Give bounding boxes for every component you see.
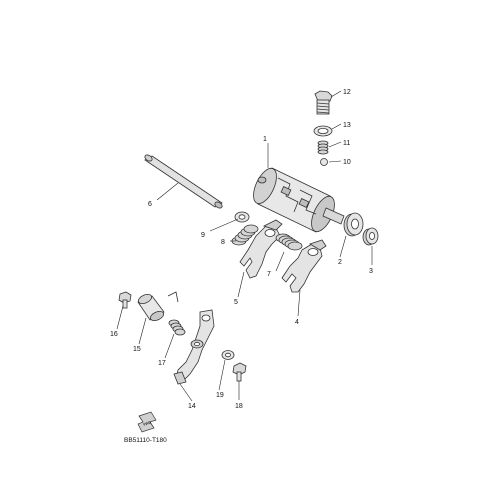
callout-19: 19 <box>216 392 224 399</box>
callout-12: 12 <box>343 89 351 96</box>
part-17-spring[interactable] <box>168 319 186 336</box>
callout-16: 16 <box>110 331 118 338</box>
callout-5: 5 <box>234 299 238 306</box>
callout-2: 2 <box>338 259 342 266</box>
part-3-bearing[interactable] <box>362 227 379 246</box>
part-5-shift-fork[interactable] <box>239 219 283 279</box>
part-12-plug[interactable] <box>314 90 333 115</box>
fwd-arrow-icon: FWD <box>137 411 157 433</box>
callout-7: 7 <box>267 271 271 278</box>
part-19-washer[interactable] <box>221 350 235 360</box>
callout-18: 18 <box>235 403 243 410</box>
fwd-label: FWD <box>143 420 152 427</box>
part-2-bearing[interactable] <box>343 212 364 237</box>
callout-3: 3 <box>369 268 373 275</box>
callout-1: 1 <box>263 136 267 143</box>
part-18-bolt[interactable] <box>232 362 247 382</box>
part-16-bolt[interactable] <box>118 291 132 309</box>
part-15-collar[interactable] <box>137 291 179 323</box>
callout-6: 6 <box>148 201 152 208</box>
part-4-shift-fork[interactable] <box>281 239 327 293</box>
diagram-code: BB51110-T180 <box>124 437 167 444</box>
part-14-stopper-lever[interactable] <box>173 309 215 385</box>
leader-lines <box>116 90 373 402</box>
part-6-shift-fork-shaft[interactable] <box>144 154 224 210</box>
callout-8: 8 <box>221 239 225 246</box>
callout-15: 15 <box>133 346 141 353</box>
callout-10: 10 <box>343 159 351 166</box>
callout-14: 14 <box>188 403 196 410</box>
part-8-spring[interactable] <box>231 224 259 246</box>
callout-9: 9 <box>201 232 205 239</box>
callout-13: 13 <box>343 122 351 129</box>
part-1-shift-drum[interactable] <box>249 165 345 235</box>
callout-labels: 1 2 3 4 5 6 7 8 9 10 11 12 13 14 15 16 1… <box>110 89 373 410</box>
part-7-spring[interactable] <box>275 233 303 251</box>
part-9-washer[interactable] <box>234 211 250 223</box>
part-10-ball[interactable] <box>320 158 328 166</box>
part-11-spring[interactable] <box>317 140 329 155</box>
callout-17: 17 <box>158 360 166 367</box>
callout-11: 11 <box>343 140 350 147</box>
callout-4: 4 <box>295 319 299 326</box>
part-13-gasket[interactable] <box>313 125 333 137</box>
